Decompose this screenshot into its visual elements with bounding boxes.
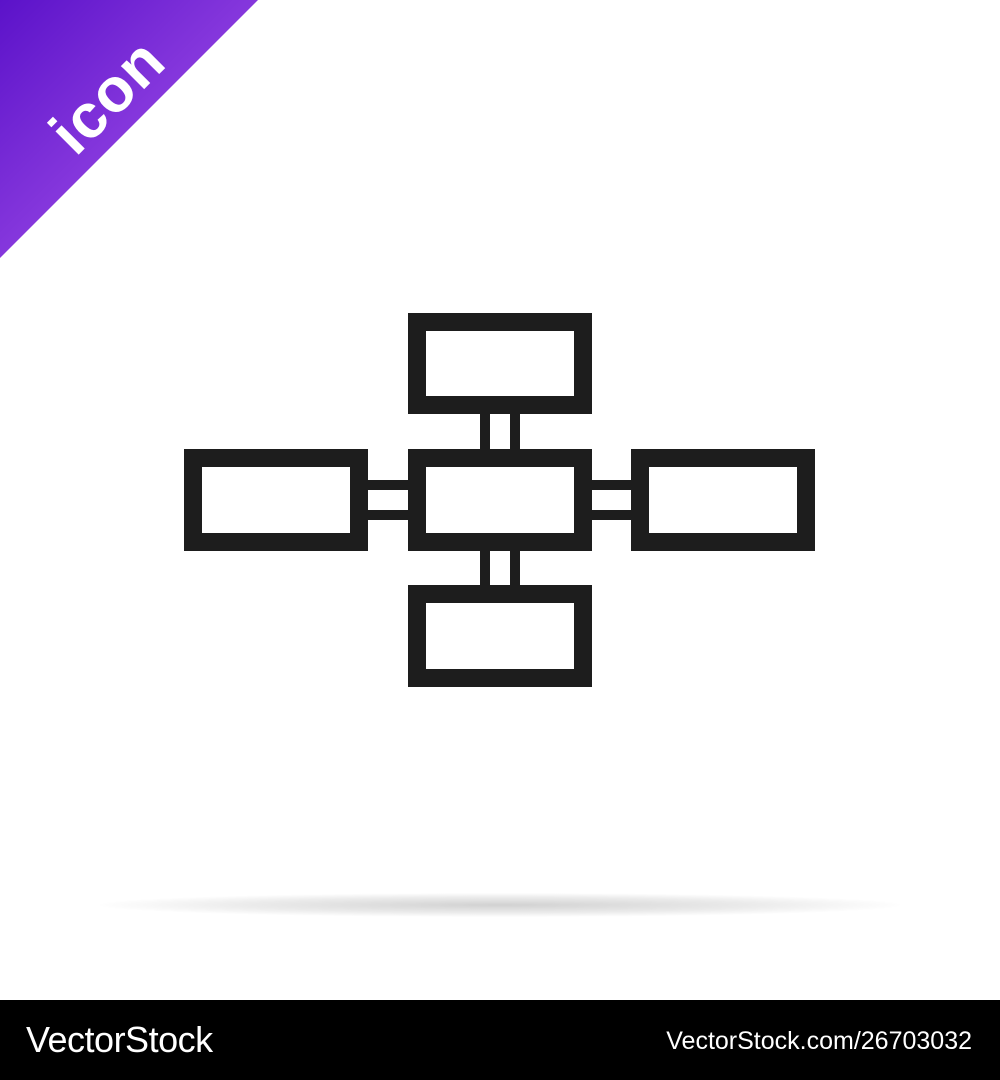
block-diagram-icon [184, 313, 815, 687]
icon-corner-badge: icon [0, 0, 260, 260]
image-reference: VectorStock.com/26703032 [666, 1027, 972, 1055]
diagram-block-bottom [408, 585, 592, 687]
watermark-footer: VectorStock VectorStock.com/26703032 [0, 1000, 1000, 1080]
ground-shadow [100, 893, 900, 917]
stock-image-canvas: icon [0, 0, 900, 917]
vectorstock-logo: VectorStock [26, 1019, 213, 1060]
diagram-block-right [631, 449, 815, 551]
diagram-block-center [408, 449, 592, 551]
diagram-connectors [368, 414, 631, 585]
badge-ribbon-shape [0, 0, 258, 258]
diagram-block-left [184, 449, 368, 551]
diagram-block-top [408, 313, 592, 414]
